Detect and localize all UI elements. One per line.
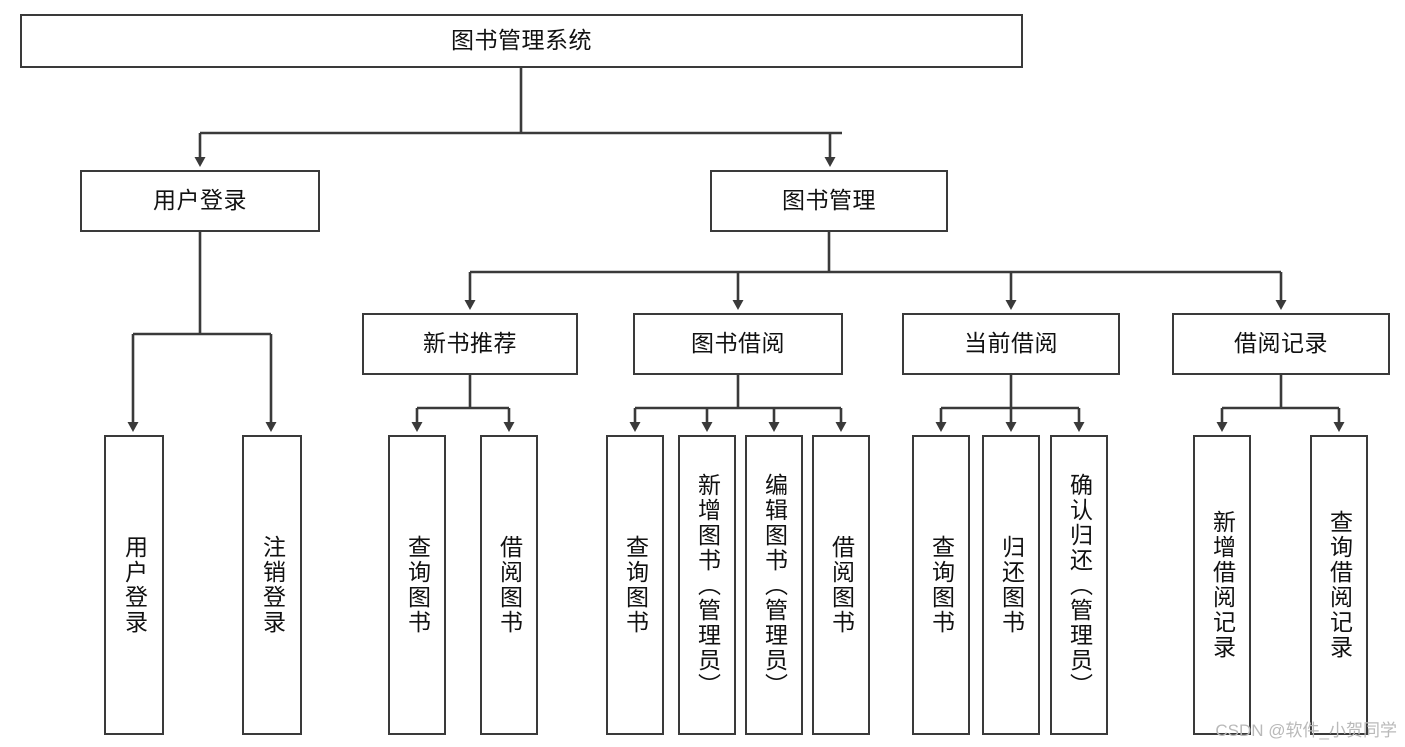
node-book-management[interactable]: 图书管理 (710, 170, 948, 232)
node-leaf-confirm-return[interactable]: 确认归还（管理员） (1050, 435, 1108, 735)
node-label: 图书管理 (782, 187, 876, 214)
node-label: 新书推荐 (423, 330, 517, 357)
node-label: 查询图书 (622, 535, 649, 635)
node-label: 归还图书 (998, 535, 1025, 635)
node-label: 借阅记录 (1234, 330, 1328, 357)
node-leaf-query-book-2[interactable]: 查询图书 (606, 435, 664, 735)
node-label: 用户登录 (121, 535, 148, 635)
node-label: 借阅图书 (496, 535, 523, 635)
node-new-book-recommend[interactable]: 新书推荐 (362, 313, 578, 375)
node-label: 当前借阅 (964, 330, 1058, 357)
node-leaf-user-login[interactable]: 用户登录 (104, 435, 164, 735)
node-label: 新增图书（管理员） (694, 472, 721, 698)
node-leaf-edit-book[interactable]: 编辑图书（管理员） (745, 435, 803, 735)
node-label: 确认归还（管理员） (1066, 472, 1093, 698)
node-label: 注销登录 (259, 535, 286, 635)
node-borrow-records[interactable]: 借阅记录 (1172, 313, 1390, 375)
node-label: 查询图书 (928, 535, 955, 635)
node-label: 图书管理系统 (451, 27, 592, 54)
node-label: 用户登录 (153, 187, 247, 214)
node-leaf-query-record[interactable]: 查询借阅记录 (1310, 435, 1368, 735)
node-label: 查询图书 (404, 535, 431, 635)
node-current-borrow[interactable]: 当前借阅 (902, 313, 1120, 375)
node-label: 编辑图书（管理员） (761, 472, 788, 698)
node-label: 新增借阅记录 (1209, 510, 1236, 660)
node-book-borrow[interactable]: 图书借阅 (633, 313, 843, 375)
node-leaf-query-book-3[interactable]: 查询图书 (912, 435, 970, 735)
node-leaf-query-book-1[interactable]: 查询图书 (388, 435, 446, 735)
node-label: 借阅图书 (828, 535, 855, 635)
csdn-watermark: CSDN @软件_小贺同学 (1215, 721, 1397, 740)
node-leaf-add-book[interactable]: 新增图书（管理员） (678, 435, 736, 735)
node-label: 查询借阅记录 (1326, 510, 1353, 660)
node-leaf-add-record[interactable]: 新增借阅记录 (1193, 435, 1251, 735)
node-leaf-return-book[interactable]: 归还图书 (982, 435, 1040, 735)
node-leaf-logout[interactable]: 注销登录 (242, 435, 302, 735)
node-leaf-borrow-book-2[interactable]: 借阅图书 (812, 435, 870, 735)
node-label: 图书借阅 (691, 330, 785, 357)
node-leaf-borrow-book-1[interactable]: 借阅图书 (480, 435, 538, 735)
node-root[interactable]: 图书管理系统 (20, 14, 1023, 68)
node-user-login[interactable]: 用户登录 (80, 170, 320, 232)
